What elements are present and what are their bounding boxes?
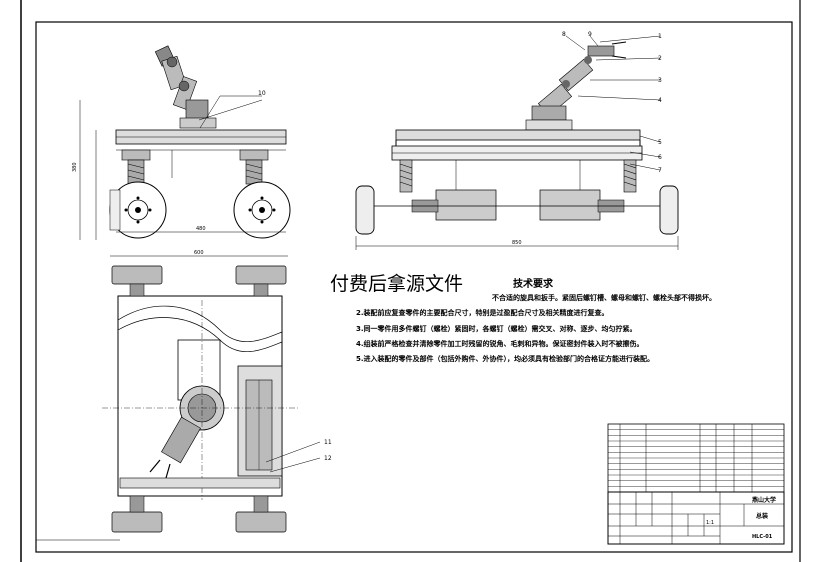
side-spring-right <box>623 159 637 193</box>
balloon-3: 3 <box>658 77 662 84</box>
drawing-frame <box>35 21 793 553</box>
side-spring-left <box>399 159 413 193</box>
plan-wheel-top-left <box>111 265 163 285</box>
plan-wheel-bottom-left <box>111 511 163 533</box>
balloon-10: 10 <box>258 90 266 97</box>
title-drawing-name: 总装 <box>756 512 768 520</box>
plan-width-dim: 600 <box>194 250 204 256</box>
balloon-12: 12 <box>324 455 332 462</box>
balloon-8: 8 <box>562 31 566 38</box>
title-block: 燕山大学 总装 HLC-01 1:1 <box>607 491 785 545</box>
side-motor-left <box>435 189 497 221</box>
balloon-11: 11 <box>324 439 332 446</box>
balloon-9: 9 <box>588 31 592 38</box>
balloon-1: 1 <box>658 33 662 40</box>
balloon-5: 5 <box>658 139 662 146</box>
title-school: 燕山大学 <box>752 496 776 504</box>
front-suspension-right <box>239 149 269 185</box>
title-drawing-no: HLC-01 <box>752 534 773 540</box>
watermark-text: 付费后拿源文件 <box>330 272 463 295</box>
side-wheel-left <box>355 185 375 235</box>
front-wheel-right <box>233 181 291 239</box>
tech-requirements-title: 技术要求 <box>513 277 554 290</box>
side-robot-arm <box>525 41 627 131</box>
title-scale: 1:1 <box>706 520 714 526</box>
balloon-7: 7 <box>658 167 662 174</box>
balloon-6: 6 <box>658 154 662 161</box>
tech-req-item-5: 5.进入装配的零件及部件（包括外购件、外协件），均必须具有检验部门的合格证方能进… <box>356 354 654 363</box>
front-width-dim: 480 <box>196 226 206 232</box>
side-deck-plate <box>395 129 641 141</box>
front-suspension-left <box>121 149 151 185</box>
balloon-2: 2 <box>658 55 662 62</box>
balloon-4: 4 <box>658 97 662 104</box>
tech-req-item-2: 2.装配前应复查零件的主要配合尺寸，特别是过盈配合尺寸及相关精度进行复查。 <box>356 308 609 317</box>
side-width-dim: 850 <box>512 240 522 246</box>
front-view: 380 480 10 <box>72 45 291 240</box>
tech-req-item-4: 4.组装前严格检查并清除零件加工时残留的锐角、毛刺和异物。保证密封件装入时不被擦… <box>356 339 644 348</box>
side-view: 850 1 2 3 4 5 6 7 8 9 <box>355 31 679 250</box>
plan-wheel-top-right <box>235 265 287 285</box>
plan-view: 600 11 12 <box>102 250 332 533</box>
side-motor-right <box>539 189 601 221</box>
front-robot-arm <box>154 45 263 129</box>
front-wheel-left <box>109 181 167 239</box>
front-height-dim: 380 <box>72 162 78 172</box>
tech-req-item-1: 不合适的旋具和扳手。紧固后螺钉槽、螺母和螺钉、螺栓头部不得损坏。 <box>492 293 716 302</box>
tech-req-item-3: 3.同一零件用多件螺钉（螺栓）紧固时，各螺钉（螺栓）需交叉、对称、逐步、均匀拧紧… <box>356 324 637 333</box>
plan-wheel-bottom-right <box>235 511 287 533</box>
parts-list <box>607 423 785 493</box>
side-wheel-right <box>659 185 679 235</box>
